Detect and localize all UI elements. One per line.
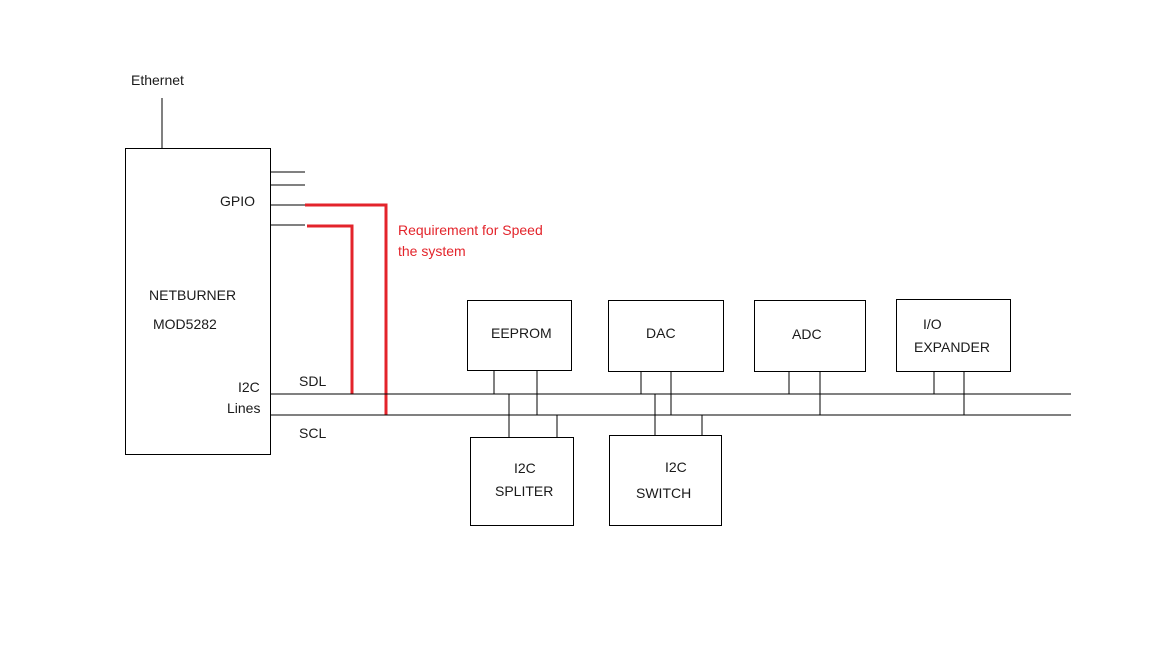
adc-label: ADC [792, 326, 822, 342]
eeprom-box [467, 300, 572, 371]
i2c-spliter-label-line2: SPLITER [495, 483, 553, 499]
i2c-switch-label-line1: I2C [665, 459, 687, 475]
dac-label: DAC [646, 325, 676, 341]
netburner-model-label: MOD5282 [153, 316, 217, 332]
scl-label: SCL [299, 425, 326, 441]
requirement-note-line2: the system [398, 243, 466, 259]
sdl-label: SDL [299, 373, 326, 389]
i2c-label: I2C [238, 379, 260, 395]
i2c-switch-box [609, 435, 722, 526]
requirement-note-line1: Requirement for Speed [398, 222, 543, 238]
gpio-to-scl-red-wire [305, 203, 388, 415]
io-expander-box [896, 299, 1011, 372]
gpio-label: GPIO [220, 193, 255, 209]
i2c-switch-label-line2: SWITCH [636, 485, 691, 501]
gpio-to-sdl-red-wire [307, 224, 354, 394]
lines-label: Lines [227, 400, 260, 416]
netburner-module-box [125, 148, 271, 455]
dac-box [608, 300, 724, 372]
i2c-spliter-box [470, 437, 574, 526]
ethernet-label: Ethernet [131, 72, 184, 88]
io-expander-label-line1: I/O [923, 316, 942, 332]
netburner-label: NETBURNER [149, 287, 236, 303]
eeprom-label: EEPROM [491, 325, 552, 341]
io-expander-label-line2: EXPANDER [914, 339, 990, 355]
adc-box [754, 300, 866, 372]
i2c-spliter-label-line1: I2C [514, 460, 536, 476]
